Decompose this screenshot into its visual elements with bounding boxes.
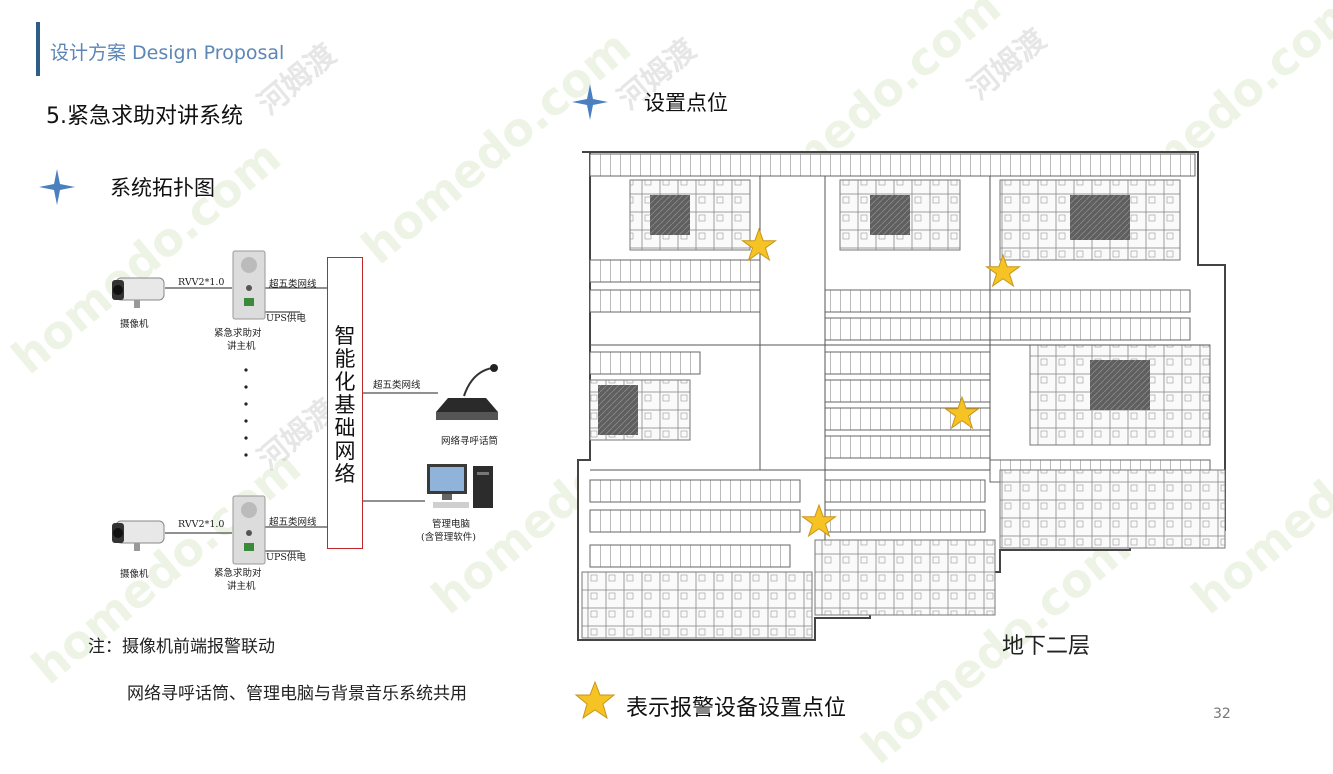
- computer-label: 管理电脑: [432, 519, 471, 530]
- header-title: 设计方案 Design Proposal: [50, 42, 285, 64]
- microphone-label: 网络寻呼话筒: [441, 436, 499, 447]
- legend-text: 表示报警设备设置点位: [626, 696, 847, 721]
- sparkle-icon: [572, 84, 608, 120]
- computer-label: (含管理软件): [421, 532, 476, 543]
- sparkle-icon: [39, 169, 75, 205]
- alarm-point-star: [984, 253, 1022, 288]
- topology-title: 系统拓扑图: [110, 176, 215, 200]
- ups-label: UPS供电: [266, 313, 306, 324]
- alarm-point-star: [740, 227, 778, 262]
- section-title: 5.紧急求助对讲系统: [46, 104, 243, 129]
- watermark-text: 河姆渡: [961, 22, 1053, 108]
- intercom-icon: [232, 495, 266, 565]
- camera-label: 摄像机: [120, 569, 149, 580]
- alarm-point-star: [943, 395, 981, 430]
- cable-label: 超五类网线: [373, 380, 421, 391]
- floor-label: 地下二层: [1002, 634, 1091, 659]
- cable-label: 超五类网线: [269, 517, 317, 528]
- intercom-label: 讲主机: [227, 581, 256, 592]
- camera-label: 摄像机: [120, 319, 149, 330]
- cable-label: 超五类网线: [269, 279, 317, 290]
- microphone-icon: [436, 364, 498, 420]
- ups-label: UPS供电: [266, 552, 306, 563]
- header-accent-bar: [36, 22, 40, 76]
- floor-plan: [577, 151, 1226, 641]
- camera-icon: [112, 277, 165, 308]
- page-number: 32: [1213, 706, 1231, 722]
- alarm-point-star: [800, 503, 838, 538]
- computer-icon: [427, 464, 493, 508]
- network-label: 智 能 化 基 础 网 络: [334, 324, 356, 486]
- note-line-1: 注：摄像机前端报警联动: [88, 637, 275, 657]
- intercom-label: 讲主机: [227, 341, 256, 352]
- intercom-label: 紧急求助对: [214, 568, 262, 579]
- network-box: [327, 257, 363, 549]
- floorplan-title: 设置点位: [644, 91, 728, 115]
- note-line-2: 网络寻呼话筒、管理电脑与背景音乐系统共用: [127, 684, 467, 704]
- topology-lines: [165, 287, 438, 552]
- star-legend-icon: [574, 680, 616, 720]
- intercom-icon: [232, 250, 266, 320]
- cable-label: RVV2*1.0: [178, 277, 225, 288]
- camera-icon: [112, 520, 165, 551]
- intercom-label: 紧急求助对: [214, 328, 262, 339]
- cable-label: RVV2*1.0: [178, 519, 225, 530]
